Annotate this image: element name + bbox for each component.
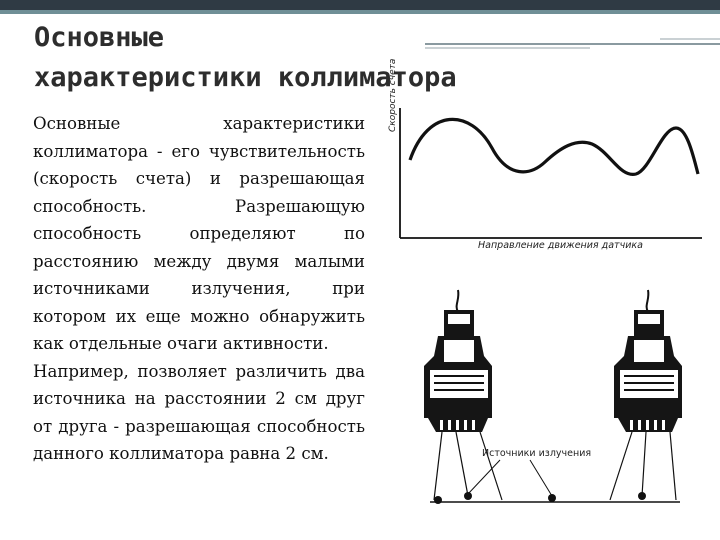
- body-paragraph-1: Основные характеристики коллиматора - ег…: [33, 114, 365, 353]
- title-decor-lines: [425, 38, 720, 49]
- slide-title: Основные характеристики коллиматора: [34, 18, 594, 98]
- graph-y-axis-label: Скорость счета: [388, 58, 398, 132]
- radiation-source: [464, 492, 472, 500]
- slide-body: Основные характеристики коллиматора - ег…: [33, 110, 365, 468]
- detector-left: [424, 289, 492, 432]
- radiation-source: [434, 496, 442, 504]
- detector-right: [614, 289, 682, 432]
- slide-title-line-1: Основные: [34, 22, 165, 53]
- body-paragraph-2: Например, позволяет различить два источн…: [33, 361, 365, 464]
- field-of-view-lines: [433, 431, 677, 501]
- collimator-illustration: [399, 108, 702, 504]
- count-rate-graph: [399, 108, 702, 239]
- sources-label: Источники излучения: [482, 448, 592, 459]
- slide-title-line-2: характеристики коллиматора: [34, 62, 457, 93]
- source-leader-lines: [467, 459, 553, 497]
- radiation-source: [548, 494, 556, 502]
- graph-x-axis-label: Направление движения датчика: [478, 240, 643, 251]
- collimator-figure: Скорость счета Направление движения датч…: [380, 59, 710, 532]
- radiation-sources: [434, 492, 646, 504]
- count-rate-curve: [408, 117, 700, 176]
- radiation-source: [638, 492, 646, 500]
- top-decor-bar: [0, 0, 720, 18]
